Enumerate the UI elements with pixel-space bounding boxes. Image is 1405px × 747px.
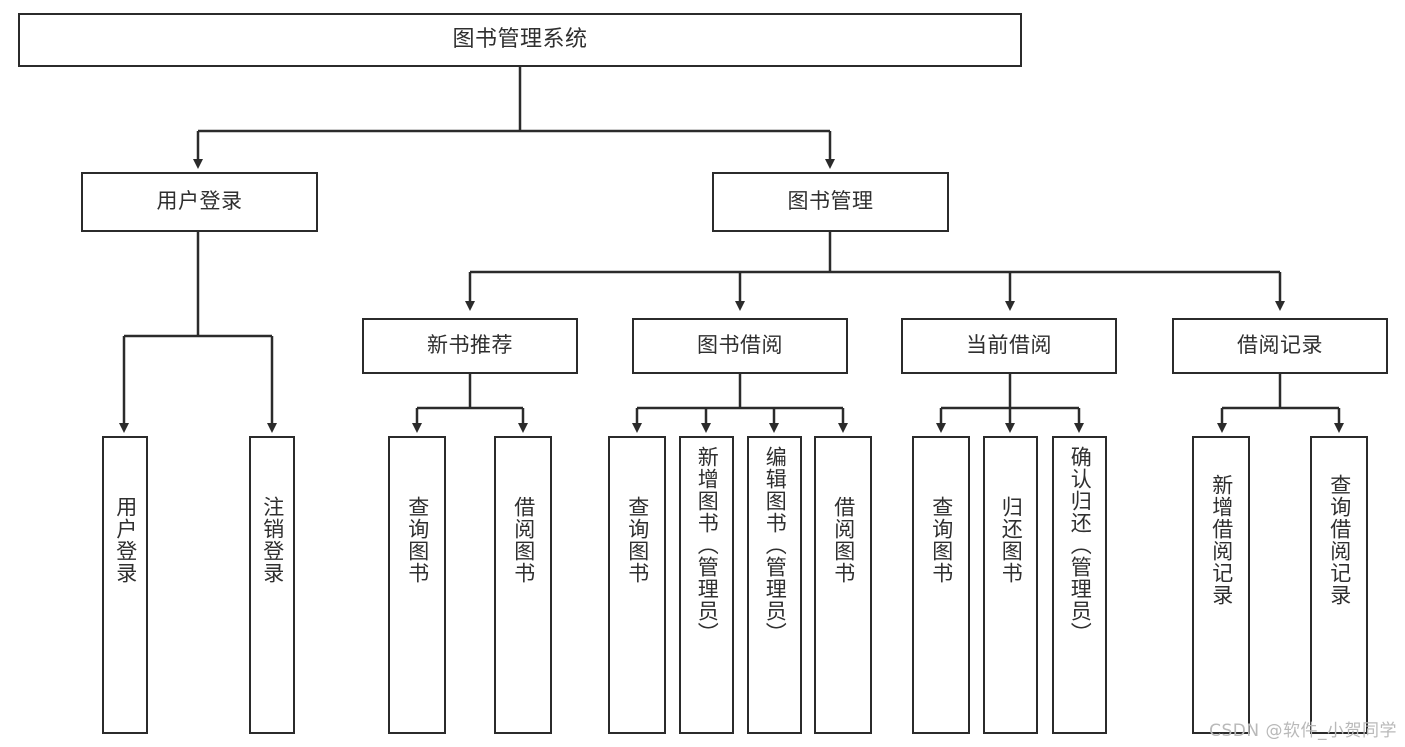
node-borrow-records[interactable]: 借阅记录 xyxy=(1172,318,1388,374)
node-leaf-borrow-books[interactable]: 借阅图书 xyxy=(814,436,872,734)
node-leaf-logout-label: 注销登录 xyxy=(260,496,285,584)
csdn-watermark: CSDN @软件_小贺同学 xyxy=(1209,721,1397,741)
node-borrow-records-label: 借阅记录 xyxy=(1237,333,1323,358)
node-book-borrow[interactable]: 图书借阅 xyxy=(632,318,848,374)
node-leaf-add-book-admin-label: 新增图书（管理员） xyxy=(695,446,720,644)
node-leaf-query-borrow-record[interactable]: 查询借阅记录 xyxy=(1310,436,1368,734)
node-leaf-borrow-books-recommend-label: 借阅图书 xyxy=(511,496,536,584)
node-root-system-label: 图书管理系统 xyxy=(452,26,588,52)
node-current-borrow[interactable]: 当前借阅 xyxy=(901,318,1117,374)
node-leaf-confirm-return-admin-label: 确认归还（管理员） xyxy=(1068,446,1093,644)
node-new-book-recommend[interactable]: 新书推荐 xyxy=(362,318,578,374)
node-current-borrow-label: 当前借阅 xyxy=(966,333,1052,358)
node-leaf-query-borrow-record-label: 查询借阅记录 xyxy=(1327,474,1352,606)
node-leaf-query-books-current[interactable]: 查询图书 xyxy=(912,436,970,734)
node-leaf-add-borrow-record-label: 新增借阅记录 xyxy=(1209,474,1234,606)
node-leaf-user-login[interactable]: 用户登录 xyxy=(102,436,148,734)
node-leaf-borrow-books-recommend[interactable]: 借阅图书 xyxy=(494,436,552,734)
node-leaf-return-books[interactable]: 归还图书 xyxy=(983,436,1038,734)
node-leaf-user-login-label: 用户登录 xyxy=(113,496,138,584)
node-leaf-add-book-admin[interactable]: 新增图书（管理员） xyxy=(679,436,734,734)
node-leaf-edit-book-admin[interactable]: 编辑图书（管理员） xyxy=(747,436,802,734)
node-leaf-add-borrow-record[interactable]: 新增借阅记录 xyxy=(1192,436,1250,734)
node-book-management-label: 图书管理 xyxy=(787,189,874,214)
node-leaf-return-books-label: 归还图书 xyxy=(999,496,1024,584)
node-leaf-query-books-current-label: 查询图书 xyxy=(929,496,954,584)
node-book-management[interactable]: 图书管理 xyxy=(712,172,949,232)
node-leaf-query-books-recommend-label: 查询图书 xyxy=(405,496,430,584)
node-user-login-label: 用户登录 xyxy=(156,189,243,214)
node-user-login[interactable]: 用户登录 xyxy=(81,172,318,232)
node-leaf-logout[interactable]: 注销登录 xyxy=(249,436,295,734)
node-leaf-edit-book-admin-label: 编辑图书（管理员） xyxy=(763,446,788,644)
node-leaf-borrow-books-label: 借阅图书 xyxy=(831,496,856,584)
node-new-book-recommend-label: 新书推荐 xyxy=(427,333,513,358)
node-leaf-query-books-borrow-label: 查询图书 xyxy=(625,496,650,584)
node-book-borrow-label: 图书借阅 xyxy=(697,333,783,358)
node-leaf-confirm-return-admin[interactable]: 确认归还（管理员） xyxy=(1052,436,1107,734)
node-leaf-query-books-borrow[interactable]: 查询图书 xyxy=(608,436,666,734)
node-leaf-query-books-recommend[interactable]: 查询图书 xyxy=(388,436,446,734)
node-root-system[interactable]: 图书管理系统 xyxy=(18,13,1022,67)
